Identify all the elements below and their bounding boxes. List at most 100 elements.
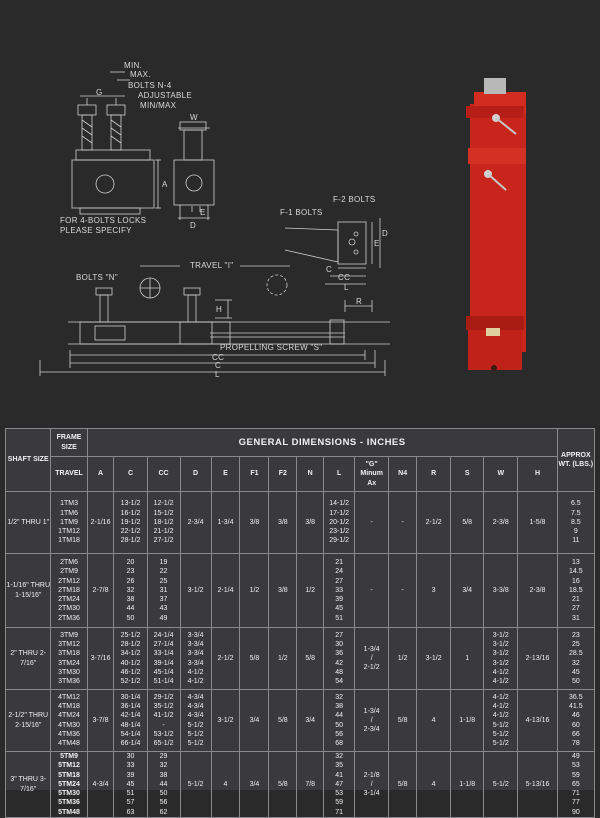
label-r: R [356,297,362,306]
travel-header: TRAVEL [50,456,88,492]
cell-shaft: 1/2" THRU 1" [4,491,52,554]
cell-s: 3/4 [450,553,485,628]
col-header-h: H [517,456,558,492]
cell-g: - [354,491,390,554]
table-row: 3" THRU 3-7/16"5TM9 5TM12 5TM18 5TM24 5T… [4,751,596,818]
cell-a: 4-3/4 [86,751,115,818]
cell-f1: 3/4 [239,689,270,752]
cell-h: 2-13/16 [517,627,558,690]
label-e: E [200,208,206,217]
cell-n4: - [388,553,418,628]
cell-e: 1-3/4 [210,491,241,554]
col-header-g: "G" Minum Ax [354,456,390,492]
cell-shaft: 2-1/2" THRU 2-15/16" [4,689,52,752]
cell-l: 32 35 41 47 53 59 71 [323,751,356,818]
cell-l: 21 24 27 33 39 45 51 [323,553,356,628]
cell-c: 25-1/2 28-1/2 34-1/2 40-1/2 46-1/2 52-1/… [113,627,148,690]
cell-g: 1-3/4 / 2-3/4 [354,689,390,752]
cell-cc: 29 32 38 44 50 56 62 [146,751,181,818]
cell-g: - [354,553,390,628]
cell-r: 4 [416,751,452,818]
cell-s: 1-1/8 [450,751,485,818]
cell-c: 30 33 39 45 51 57 63 [113,751,148,818]
label-adjustable: ADJUSTABLE [138,91,192,100]
cell-l: 32 38 44 50 56 68 [323,689,356,752]
table-row: 2" THRU 2-7/16"3TM9 3TM12 3TM18 3TM24 3T… [4,627,596,690]
cell-h: 2-3/8 [517,553,558,628]
label-d2: D [382,229,388,238]
col-header-e: E [210,456,241,492]
cell-d: 4-3/4 4-3/4 4-3/4 5-1/2 5-1/2 5-1/2 [179,689,212,752]
label-h: H [216,305,222,314]
cell-wt: 49 53 59 65 71 77 90 [556,751,596,818]
cell-d: 3-3/4 3-3/4 3-3/4 3-3/4 4-1/2 4-1/2 [179,627,212,690]
cell-wt: 36.5 41.5 46 60 66 78 [556,689,596,752]
cell-frames: 4TM12 4TM18 4TM24 4TM30 4TM36 4TM48 [50,689,88,752]
cell-cc: 19 22 25 31 37 43 49 [146,553,181,628]
cell-e: 2-1/2 [210,627,241,690]
cell-a: 3-7/16 [86,627,115,690]
cell-w: 3-3/8 [483,553,519,628]
col-header-a: A [86,456,115,492]
cell-cc: 29-1/2 35-1/2 41-1/2 - 53-1/2 65-1/2 [146,689,181,752]
label-f2-bolts: F-2 BOLTS [333,195,376,204]
cell-c: 20 23 26 32 38 44 50 [113,553,148,628]
cell-n4: 5/8 [388,751,418,818]
col-header-cc: CC [146,456,181,492]
cell-f2: 3/8 [268,553,298,628]
cell-frames: 3TM9 3TM12 3TM18 3TM24 3TM30 3TM36 [50,627,88,690]
label-max: MAX. [130,70,151,79]
cell-e: 4 [210,751,241,818]
cell-d: 2-3/4 [179,491,212,554]
col-header-f2: F2 [268,456,298,492]
col-header-l: L [323,456,356,492]
cell-f1: 3/8 [239,491,270,554]
label-c-dim: C [215,361,221,370]
cell-frames: 1TM3 1TM6 1TM9 1TM12 1TM18 [50,491,88,554]
table-row: 1/2" THRU 1"1TM3 1TM6 1TM9 1TM12 1TM18 2-… [4,491,596,554]
cell-r: 4 [416,689,452,752]
cell-f2: 1/2 [268,627,298,690]
col-header-w: W [483,456,519,492]
label-bolts-n4: BOLTS N-4 [128,81,172,90]
cell-cc: 12-1/2 15-1/2 18-1/2 21-1/2 27-1/2 [146,491,181,554]
col-header-n: N [296,456,325,492]
cell-n: 7/8 [296,751,325,818]
label-d: D [190,221,196,230]
cell-d: 5-1/2 [179,751,212,818]
cell-w: 4-1/2 4-1/2 4-1/2 5-1/2 5-1/2 5-1/2 [483,689,519,752]
label-propelling-screw: PROPELLING SCREW "S" [220,343,322,352]
label-cc-dim: CC [212,353,224,362]
cell-frames: 5TM9 5TM12 5TM18 5TM24 5TM30 5TM36 5TM48 [50,751,88,818]
product-photo [456,78,536,378]
technical-drawing-svg: MIN. MAX. G BOLTS N-4 ADJUSTABLE MIN/MAX… [39,61,390,379]
cell-f2: 3/8 [268,491,298,554]
approx-weight-header: APPROX WT. (LBS.) [556,428,596,492]
col-header-n4: N4 [388,456,418,492]
cell-n4: - [388,491,418,554]
cell-r: 3 [416,553,452,628]
cell-a: 3-7/8 [86,689,115,752]
drawing-note-line2: PLEASE SPECIFY [60,226,132,235]
col-header-r: R [416,456,452,492]
technical-drawing: MIN. MAX. G BOLTS N-4 ADJUSTABLE MIN/MAX… [0,0,440,420]
cell-g: 2-1/8 / 3-1/4 [354,751,390,818]
label-min: MIN. [124,61,142,70]
dimensions-table-grid: SHAFT SIZE FRAME SIZE GENERAL DIMENSIONS… [4,428,596,818]
table-row: 1-1/16" THRU 1-15/16"2TM6 2TM9 2TM12 2TM… [4,553,596,628]
cell-n: 1/2 [296,553,325,628]
cell-cc: 24-1/4 27-1/4 33-1/4 39-1/4 45-1/4 51-1/… [146,627,181,690]
label-w: W [190,113,198,122]
col-header-c: C [113,456,148,492]
cell-shaft: 2" THRU 2-7/16" [4,627,52,690]
shaft-size-header: SHAFT SIZE [4,428,52,492]
label-travel: TRAVEL "I" [190,261,233,270]
label-c: C [326,265,332,274]
cell-w: 5-1/2 [483,751,519,818]
table-body: 1/2" THRU 1"1TM3 1TM6 1TM9 1TM12 1TM18 2-… [4,491,596,818]
cell-n4: 1/2 [388,627,418,690]
cell-wt: 6.5 7.5 8.5 9 11 [556,491,596,554]
cell-l: 27 30 36 42 48 54 [323,627,356,690]
cell-r: 2-1/2 [416,491,452,554]
red-take-up-frame-image [466,78,526,371]
